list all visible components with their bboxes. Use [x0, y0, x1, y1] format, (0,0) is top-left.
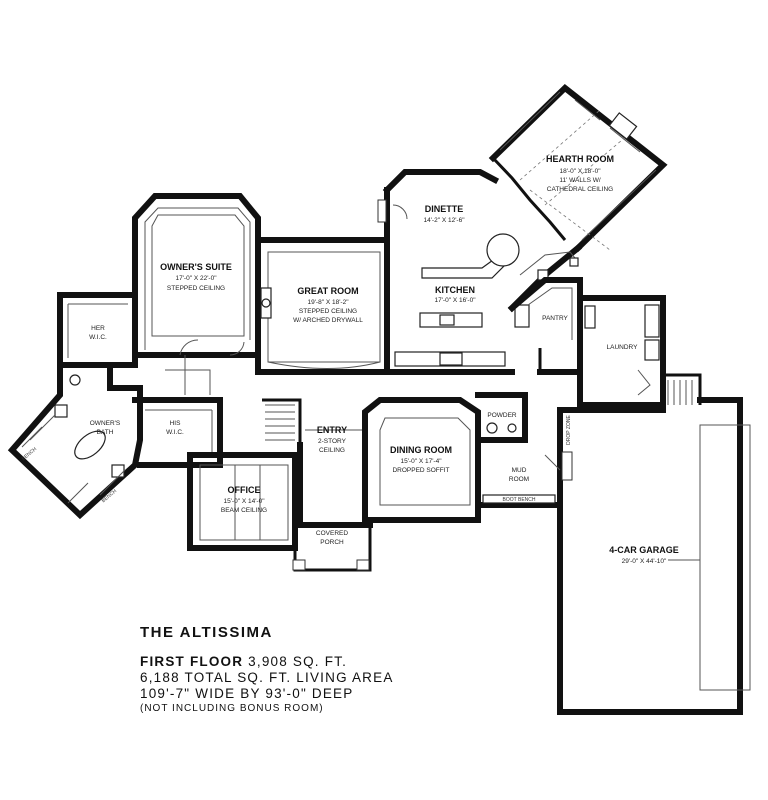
boot-bench-label: BOOT BENCH — [503, 497, 536, 503]
his-wic — [132, 355, 223, 468]
house-dimensions: 109'-7" WIDE BY 93'-0" DEEP — [140, 686, 354, 701]
dinette-kitchen — [377, 169, 583, 375]
pantry — [507, 277, 583, 375]
garage-dims: 29'-0" X 44'-10" — [622, 558, 667, 565]
laundry-name: LAUNDRY — [607, 344, 639, 351]
her-wic-label: W.I.C. — [89, 334, 107, 341]
owners-bath-label: BATH — [97, 429, 114, 436]
pantry-name: PANTRY — [542, 315, 568, 322]
office-dims: 15'-0" X 14'-0" — [223, 498, 265, 505]
bench-label-1: BENCH — [21, 446, 39, 462]
office-name: OFFICE — [228, 485, 261, 495]
powder-name: POWDER — [487, 412, 517, 419]
room-labels: HEARTH ROOM 18'-0" X 18'-0" 11' WALLS W/… — [21, 154, 679, 565]
owners-suite-name: OWNER'S SUITE — [160, 262, 232, 272]
stairs — [262, 398, 302, 445]
dining-room-soffit: DROPPED SOFFIT — [392, 467, 449, 474]
dinette-name: DINETTE — [425, 204, 464, 214]
first-floor-line: FIRST FLOOR 3,908 SQ. FT. — [140, 654, 394, 670]
great-room-drywall: W/ ARCHED DRYWALL — [293, 317, 363, 324]
his-wic-label: W.I.C. — [166, 429, 184, 436]
great-room-ceiling: STEPPED CEILING — [299, 308, 357, 315]
dinette-dims: 14'-2" X 12'-6" — [423, 217, 465, 224]
great-room-name: GREAT ROOM — [297, 286, 358, 296]
owners-bath — [7, 362, 143, 520]
owners-suite-dims: 17'-0" X 22'-0" — [175, 275, 217, 282]
plan-caption: THE ALTISSIMA FIRST FLOOR 3,908 SQ. FT. … — [140, 624, 394, 716]
owners-suite-ceiling: STEPPED CEILING — [167, 285, 225, 292]
total-area: 6,188 TOTAL SQ. FT. LIVING AREA — [140, 670, 394, 685]
owners-bath-name: OWNER'S — [90, 420, 121, 427]
plan-title: THE ALTISSIMA — [140, 624, 273, 641]
office-ceiling: BEAM CEILING — [221, 507, 267, 514]
laundry — [577, 295, 702, 408]
her-wic-name: HER — [91, 325, 105, 332]
floor-area: 3,908 SQ. FT. — [248, 654, 348, 669]
garage-name: 4-CAR GARAGE — [609, 545, 679, 555]
drop-zone-label: DROP ZONE — [566, 415, 572, 445]
hearth-room-note2: CATHEDRAL CEILING — [547, 186, 613, 193]
hearth-room-note1: 11' WALLS W/ — [559, 177, 601, 184]
covered-porch — [292, 525, 372, 572]
dimensions-note: (NOT INCLUDING BONUS ROOM) — [140, 703, 324, 714]
his-wic-name: HIS — [170, 420, 182, 427]
kitchen-dims: 17'-0" X 16'-0" — [434, 297, 476, 304]
great-room — [255, 237, 390, 375]
great-room-dims: 19'-8" X 18'-2" — [307, 299, 349, 306]
entry-ceiling2: CEILING — [319, 447, 345, 454]
floor-label: FIRST FLOOR — [140, 654, 244, 669]
kitchen-name: KITCHEN — [435, 285, 475, 295]
hearth-room-dims: 18'-0" X 18'-0" — [559, 168, 601, 175]
covered-porch-label: PORCH — [320, 539, 344, 546]
owners-suite — [132, 193, 261, 358]
dining-room-name: DINING ROOM — [390, 445, 452, 455]
mud-room-label: ROOM — [509, 476, 529, 483]
dining-room — [362, 397, 481, 523]
mud-room-name: MUD — [512, 467, 527, 474]
entry-ceiling1: 2-STORY — [318, 438, 347, 445]
her-wic — [57, 292, 138, 368]
hearth-room-name: HEARTH ROOM — [546, 154, 614, 164]
entry-name: ENTRY — [317, 425, 347, 435]
garage — [557, 397, 751, 715]
dining-room-dims: 15'-0" X 17'-4" — [400, 458, 442, 465]
covered-porch-name: COVERED — [316, 530, 348, 537]
hearth-room — [488, 84, 668, 253]
